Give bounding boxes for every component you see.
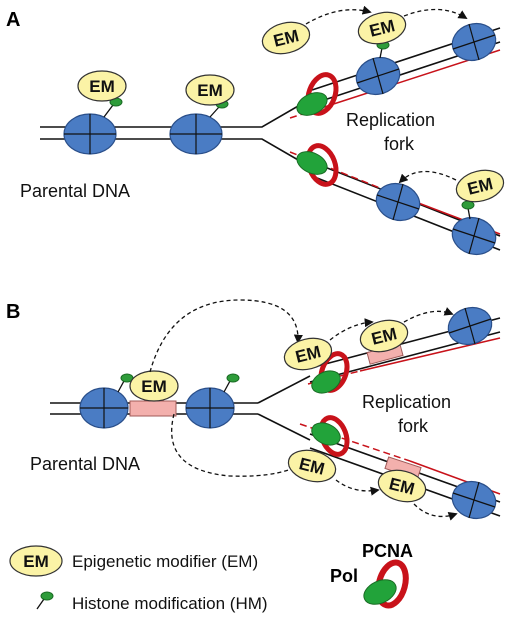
panel-b-label: B	[6, 301, 20, 323]
epigenetic-modifier: EM	[455, 169, 505, 203]
nucleosome	[447, 306, 493, 346]
fork-label: fork	[398, 416, 429, 436]
replication-fork-label: Replication	[362, 392, 451, 412]
epigenetic-modifier: EM	[357, 11, 407, 45]
polymerase-pcna-complex	[296, 143, 339, 187]
svg-text:EM: EM	[197, 81, 223, 100]
parental-dna-label: Parental DNA	[30, 454, 140, 474]
polymerase-pcna-complex	[311, 415, 350, 457]
legend: EM Epigenetic modifier (EM) Histone modi…	[9, 541, 413, 613]
epigenetic-modifier: EM	[359, 319, 409, 353]
svg-text:EM: EM	[141, 377, 167, 396]
histone-modification-icon	[223, 373, 240, 393]
replication-fork-label: Replication	[346, 110, 435, 130]
parental-dna-label: Parental DNA	[20, 181, 130, 201]
legend-em-icon: EM	[9, 545, 63, 577]
epigenetic-modifier: EM	[287, 449, 337, 483]
epigenetic-modifier: EM	[185, 74, 235, 106]
polymerase-pcna-complex	[296, 72, 339, 116]
panel-b: B	[6, 299, 501, 521]
panel-a-label: A	[6, 9, 20, 31]
fork-label: fork	[384, 134, 415, 154]
legend-em-label: Epigenetic modifier (EM)	[72, 552, 258, 571]
epigenetic-modifier: EM	[77, 70, 127, 102]
legend-pol-label: Pol	[330, 566, 358, 586]
legend-pcna-pol-icon	[363, 559, 409, 609]
nucleosome	[451, 216, 497, 256]
panel-a: A	[6, 5, 505, 256]
nucleosome	[355, 56, 401, 96]
histone-modification-icon	[461, 200, 475, 220]
polymerase-pcna-complex	[311, 351, 350, 394]
epigenetic-modifier: EM	[377, 469, 427, 503]
nucleosome	[63, 113, 117, 155]
epigenetic-modifier: EM	[129, 370, 179, 402]
svg-text:EM: EM	[89, 77, 115, 96]
nucleosome	[375, 182, 421, 222]
epigenetic-modifier: EM	[261, 21, 311, 55]
legend-pcna-label: PCNA	[362, 541, 413, 561]
svg-text:EM: EM	[23, 552, 49, 571]
legend-histone-modification-icon	[36, 591, 54, 610]
nucleosome	[169, 113, 223, 155]
nucleosome	[451, 22, 497, 62]
nucleosome	[79, 387, 129, 429]
nucleosome	[451, 480, 497, 520]
nucleosome	[185, 387, 235, 429]
legend-hm-label: Histone modification (HM)	[72, 594, 268, 613]
epigenetic-modifier: EM	[283, 337, 333, 371]
chromatin-region-pink	[129, 400, 177, 417]
